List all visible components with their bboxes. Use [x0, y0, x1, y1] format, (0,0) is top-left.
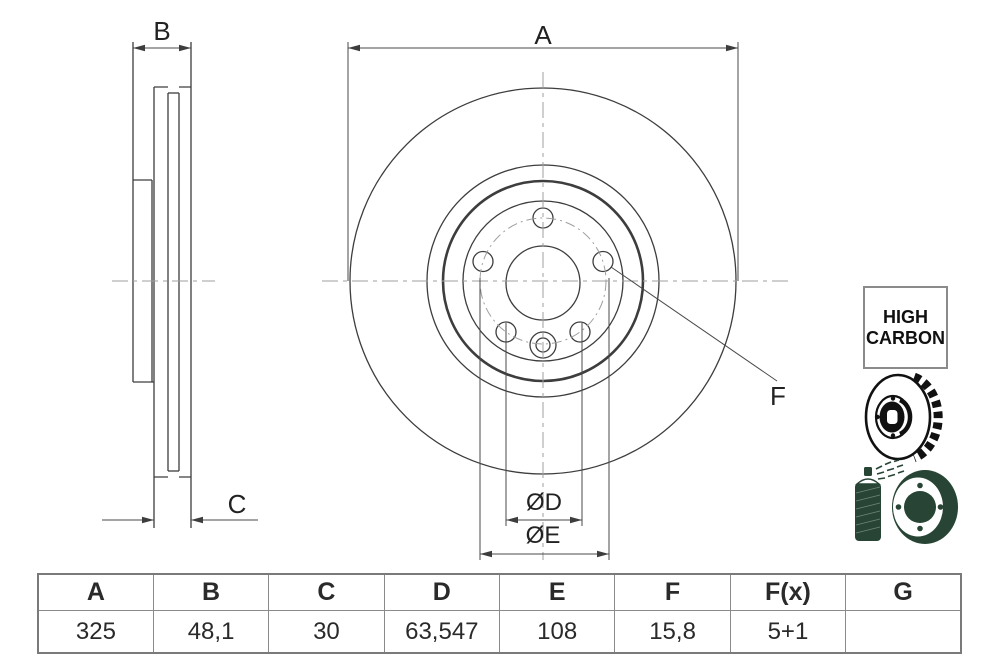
- value-c: 30: [268, 610, 385, 654]
- value-b: 48,1: [152, 610, 270, 654]
- col-header-d: D: [383, 573, 501, 611]
- dimension-lines: [102, 42, 778, 560]
- col-header-fx: F(x): [729, 573, 847, 611]
- value-f: 15,8: [614, 610, 731, 654]
- col-header-f: F: [614, 573, 731, 611]
- col-header-a: A: [37, 573, 154, 611]
- spray-coated-disc-icon: [855, 459, 958, 544]
- dim-label-oe: ØE: [525, 522, 561, 549]
- spray-particles: [875, 459, 905, 480]
- spec-table-value-row: 325 48,1 30 63,547 108 15,8 5+1: [37, 610, 962, 654]
- value-e: 108: [498, 610, 616, 654]
- col-header-g: G: [845, 573, 962, 611]
- high-carbon-line1: HIGH: [883, 306, 928, 327]
- spec-table-header-row: A B C D E F F(x) G: [37, 573, 962, 611]
- vented-brake-disc-icon: [864, 372, 943, 463]
- col-header-c: C: [268, 573, 385, 611]
- high-carbon-badge: HIGH CARBON: [863, 286, 948, 369]
- value-g: [845, 610, 962, 654]
- col-header-b: B: [152, 573, 270, 611]
- dim-label-f: F: [770, 381, 786, 411]
- dim-label-b: B: [153, 16, 171, 46]
- value-fx: 5+1: [729, 610, 847, 654]
- value-a: 325: [37, 610, 154, 654]
- value-d: 63,547: [383, 610, 501, 654]
- side-view: [132, 42, 192, 528]
- arrowheads: [133, 44, 738, 558]
- high-carbon-line2: CARBON: [866, 327, 945, 348]
- dim-label-a: A: [534, 20, 552, 50]
- centerlines: [112, 72, 788, 560]
- dim-label-od: ØD: [526, 489, 562, 516]
- dim-label-c: C: [227, 489, 247, 519]
- spec-table: A B C D E F F(x) G 325 48,1 30 63,547 10…: [37, 573, 962, 654]
- col-header-e: E: [498, 573, 616, 611]
- spray-can-icon: [855, 467, 881, 541]
